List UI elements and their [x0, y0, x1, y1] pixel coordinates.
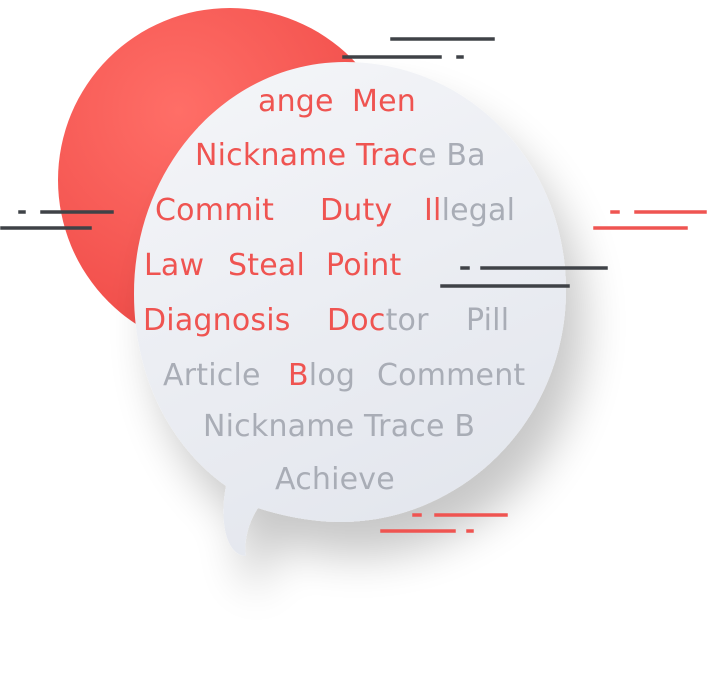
word-nickname-trace-b: Nickname Trace B: [203, 409, 475, 445]
word-comment: Comment: [377, 358, 525, 394]
word-segment: Nickname Trace B: [203, 409, 476, 444]
word-segment: ange: [258, 84, 334, 119]
word-segment: Men: [352, 84, 416, 119]
speech-bubble-icon: [134, 62, 566, 556]
word-commit: Commit: [155, 193, 274, 229]
word-law: Law: [144, 248, 204, 284]
word-segment: tor: [385, 303, 429, 338]
word-segment: Steal: [228, 248, 305, 283]
word-segment: Commit: [155, 193, 275, 228]
word-steal: Steal: [228, 248, 305, 284]
word-segment: Point: [326, 248, 402, 283]
word-segment: Il: [424, 193, 442, 228]
word-segment: Law: [144, 248, 205, 283]
word-duty: Duty: [320, 193, 392, 229]
word-illegal: Illegal: [424, 193, 515, 229]
word-point: Point: [326, 248, 402, 284]
word-pill: Pill: [466, 303, 509, 339]
word-segment: B: [288, 358, 309, 393]
word-nickname-trace-ba: Nickname Trace Ba: [195, 138, 486, 174]
word-segment: Pill: [466, 303, 510, 338]
word-segment: legal: [441, 193, 516, 228]
word-segment: log: [308, 358, 356, 393]
word-article: Article: [163, 358, 261, 394]
word-segment: Article: [163, 358, 261, 393]
word-blog: Blog: [288, 358, 355, 394]
dash-lines: [0, 37, 707, 533]
word-segment: Doc: [327, 303, 386, 338]
word-segment: Nickname Trac: [195, 138, 418, 173]
word-achieve: Achieve: [275, 462, 395, 498]
word-segment: Comment: [377, 358, 526, 393]
word-men: Men: [352, 84, 416, 120]
word-segment: Diagnosis: [143, 303, 291, 338]
word-doctor: Doctor: [327, 303, 429, 339]
word-diagnosis: Diagnosis: [143, 303, 291, 339]
word-segment: Achieve: [275, 462, 395, 497]
word-segment: e Ba: [418, 138, 486, 173]
word-ange: ange: [258, 84, 334, 120]
word-segment: Duty: [320, 193, 393, 228]
